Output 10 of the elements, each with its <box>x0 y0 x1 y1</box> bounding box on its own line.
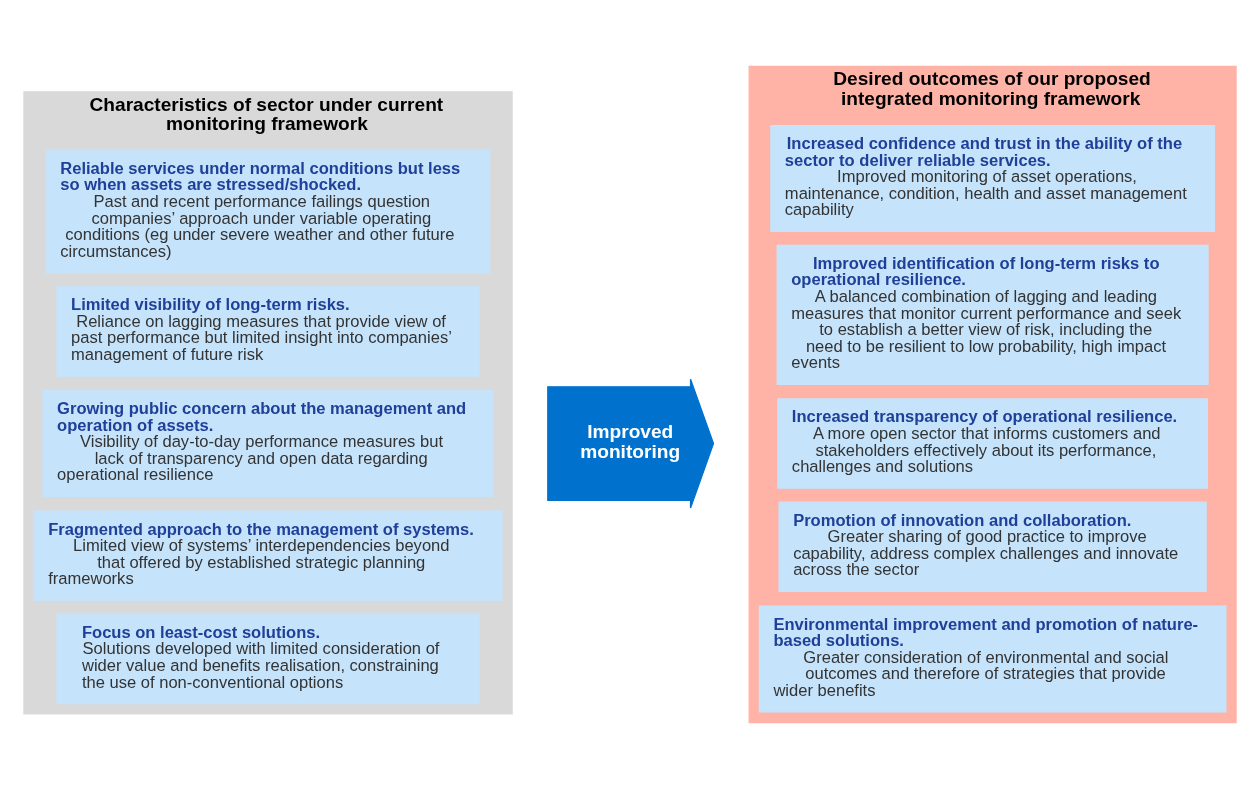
node-box: Limited visibility of long-term risks. Reliance on lagging measures that provide view of past performance but limited insight into companies’ management of future risk <box>56 286 480 377</box>
node-box: Promotion of innovation and collaboration. Greater sharing of good practice to improve capability, address complex challenges and innovate across the sector <box>778 501 1207 593</box>
node-box: Increased transparency of operational resilience. A more open sector that informs customers and stakeholders effectively about its performance, challenges and solutions <box>777 398 1209 489</box>
node-box: Improved identification of long-term risks to operational resilience. A balanced combination of lagging and leading measures that monitor current performance and seek to establish a better view of risk, including the need to be resilient to low probability, high impact events <box>776 244 1209 385</box>
node-box: Focus on least-cost solutions. Solutions developed with limited consideration of wider value and benefits realisation, constraining the use of non-conventional options <box>56 613 480 705</box>
node-box: Fragmented approach to the management of systems. Limited view of systems’ interdependencies beyond that offered by established strategic planning frameworks <box>33 510 503 601</box>
node-box: Increased confidence and trust in the ability of the sector to deliver reliable services. Improved monitoring of asset operations, maintenance, condition, health and asset management capability <box>770 124 1216 232</box>
node-box: Growing public concern about the management and operation of assets. Visibility of day-to-day performance measures but lack of transparency and open data regarding operational resilience <box>42 390 494 498</box>
node-box: Reliable services under normal conditions but less so when assets are stressed/shocked. Past and recent performance failings question companies’ approach under variable operating conditions (eg under severe weather and other future circumstances) <box>45 149 491 274</box>
node-box: Environmental improvement and promotion of nature-based solutions. Greater consideration of environmental and social outcomes and therefore of strategies that provide wider benefits <box>758 605 1227 713</box>
